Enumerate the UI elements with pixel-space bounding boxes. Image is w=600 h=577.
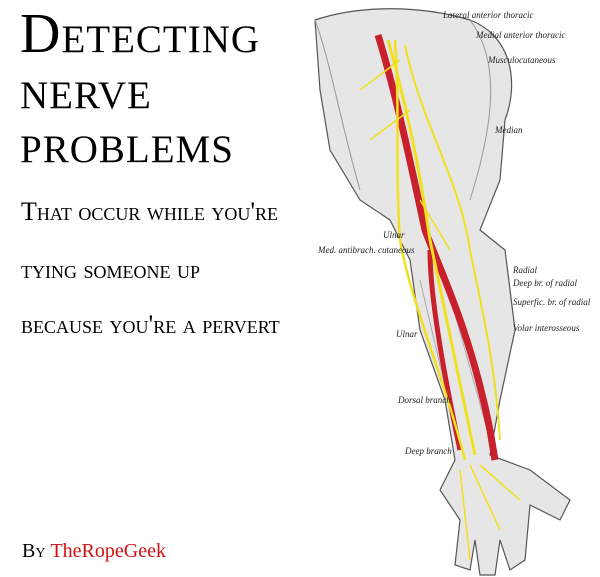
label-medial-anterior-thoracic: Medial anterior thoracic (475, 30, 566, 40)
label-radial: Radial (512, 265, 537, 275)
label-deep-branch: Deep branch (404, 446, 452, 456)
byline-author: TheRopeGeek (50, 540, 166, 562)
title-line-1: Detecting (20, 3, 261, 65)
subtitle-line-2: tying someone up (21, 255, 200, 284)
label-lateral-anterior-thoracic: Lateral anterior thoracic (442, 10, 534, 20)
label-med-antibrach-cutaneous: Med. antibrach. cutaneous (317, 245, 415, 255)
byline: By TheRopeGeek (22, 540, 166, 563)
label-superfic-br-radial: Superfic. br. of radial (513, 297, 591, 307)
label-volar-interosseous: Volar interosseous (513, 323, 580, 333)
label-median: Median (494, 125, 523, 135)
arm-shape (314, 8, 571, 576)
subtitle-line-1: That occur while you're (21, 197, 279, 226)
byline-prefix: By (22, 540, 46, 562)
title-line-3: problems (20, 113, 234, 175)
label-deep-br-radial: Deep br. of radial (512, 278, 577, 288)
label-musculocutaneous: Musculocutaneous (487, 55, 556, 65)
title-line-2: nerve (20, 59, 152, 121)
label-dorsal-branch: Dorsal branch (397, 395, 451, 405)
subtitle-line-3: because you're a pervert (21, 310, 280, 339)
anatomy-labels: Lateral anterior thoracic Medial anterio… (317, 10, 591, 456)
nerves (359, 39, 521, 561)
label-ulnar-upper: Ulnar (383, 230, 405, 240)
label-ulnar-lower: Ulnar (396, 329, 418, 339)
